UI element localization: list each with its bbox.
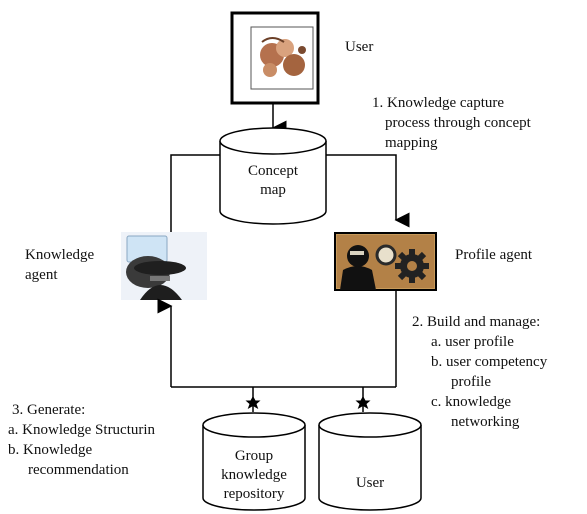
step2-b2: profile (451, 374, 491, 390)
group-repo-line3: repository (223, 486, 285, 502)
group-repo-label: Group knowledge repository (203, 447, 305, 504)
group-knowledge-repository-cylinder (202, 412, 306, 511)
step2-b1: b. user competency (431, 354, 548, 370)
step2-c1: c. knowledge (431, 394, 511, 410)
concept-map-line2: map (260, 182, 286, 198)
step2-c2: networking (451, 414, 520, 430)
group-repo-line1: Group (234, 448, 274, 464)
gear-silhouette-icon (334, 232, 437, 291)
group-repo-line2: knowledge (221, 467, 287, 483)
step3-b2: recommendation (28, 462, 129, 478)
user-top-label: User (345, 39, 374, 55)
user-portrait-frame (230, 11, 320, 105)
step3-a: a. Knowledge Structurin (8, 422, 156, 438)
concept-map-line1: Concept (248, 163, 298, 179)
user-db-label: User (355, 475, 385, 491)
knowledge-agent-line1: Knowledge (25, 247, 95, 263)
edge-concept-to-profile-agent (326, 154, 410, 228)
step1-line1: 1. Knowledge capture (372, 95, 505, 111)
step1-line2: process through concept (385, 115, 531, 131)
step2-line1: 2. Build and manage: (412, 314, 541, 330)
concept-map-cylinder (219, 127, 327, 225)
step2-a: a. user profile (431, 334, 514, 350)
step3-b1: b. Knowledge (8, 442, 93, 458)
edge-concept-to-knowledge-agent-line (170, 154, 220, 233)
spy-agent-computer-icon (121, 232, 207, 300)
user-db-cylinder (318, 412, 422, 511)
user-portrait-icon (260, 37, 306, 77)
connector-star-group-repo (245, 387, 261, 412)
profile-agent-label: Profile agent (455, 247, 533, 263)
connector-star-user-db (355, 387, 371, 412)
knowledge-agent-line2: agent (25, 267, 58, 283)
step3-line1: 3. Generate: (12, 402, 86, 418)
concept-map-label: Concept map (220, 162, 326, 200)
step1-line3: mapping (385, 135, 438, 151)
